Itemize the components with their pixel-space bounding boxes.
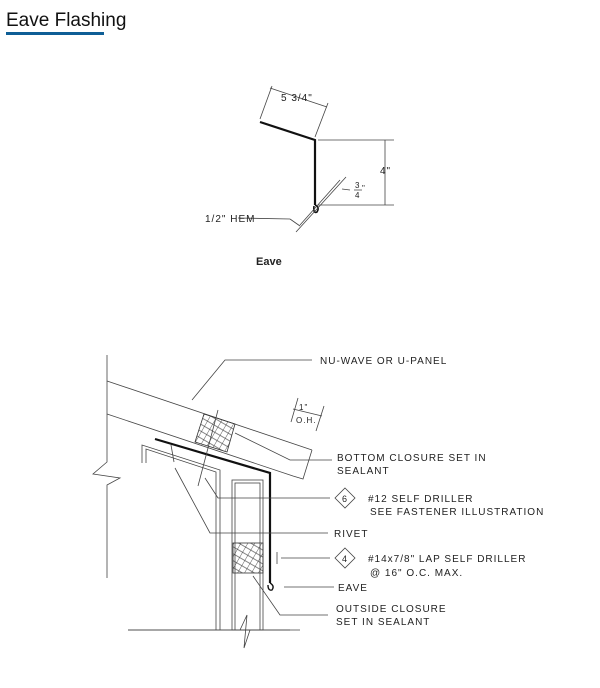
flashing-profile [259,120,317,205]
dim-top-label: 5 3/4" [281,93,313,104]
panel-label: NU-WAVE OR U-PANEL [320,356,447,367]
rivet-label: RIVET [334,529,368,540]
callout-diamond-6 [334,487,356,509]
oh-label: O.H. [296,416,316,425]
callout-diamond-4 [334,547,356,569]
dim-small-num: 3 [355,181,360,190]
fastener4-line1: #14x7/8" LAP SELF DRILLER [368,554,526,565]
eave-flashing [154,437,272,583]
bottom-closure-line1: BOTTOM CLOSURE SET IN [337,453,487,464]
fastener6-line1: #12 SELF DRILLER [368,494,474,505]
eave-profile: 5 3/4" 4" 3 4 " 1/2" HEM Eave [205,85,394,268]
wall-bracket [141,444,221,630]
dim-small-unit: " [362,184,366,193]
bottom-closure-line2: SEALANT [337,466,390,477]
leader-lines [128,359,334,631]
fastener6-line2: SEE FASTENER ILLUSTRATION [370,507,544,518]
hem-label: 1/2" HEM [205,214,255,225]
bottom-closure-block [194,413,236,453]
dim-height-label: 4" [380,166,391,177]
hem-icon [267,582,274,591]
dim-small-den: 4 [355,191,360,200]
wall-line [92,355,122,578]
callout-4-num: 4 [342,554,348,564]
title-underline [6,32,104,35]
oh-dim: 1" [299,403,308,412]
outside-closure-block [232,542,264,574]
eave-detail: 1" O.H. NU-WAVE OR U-PANEL BOTTOM CLOSUR… [92,355,544,649]
profile-caption: Eave [256,256,282,268]
ground-line [128,614,300,649]
eave-label: EAVE [338,583,368,594]
callout-6-num: 6 [342,494,348,504]
outside-closure-line2: SET IN SEALANT [336,617,430,628]
fastener-12 [197,409,219,487]
dimension-lines [237,85,394,233]
page-title: Eave Flashing [6,10,127,31]
fastener4-line2: @ 16" O.C. MAX. [370,568,463,579]
panel-bottom [106,413,313,480]
outside-closure-line1: OUTSIDE CLOSURE [336,604,447,615]
